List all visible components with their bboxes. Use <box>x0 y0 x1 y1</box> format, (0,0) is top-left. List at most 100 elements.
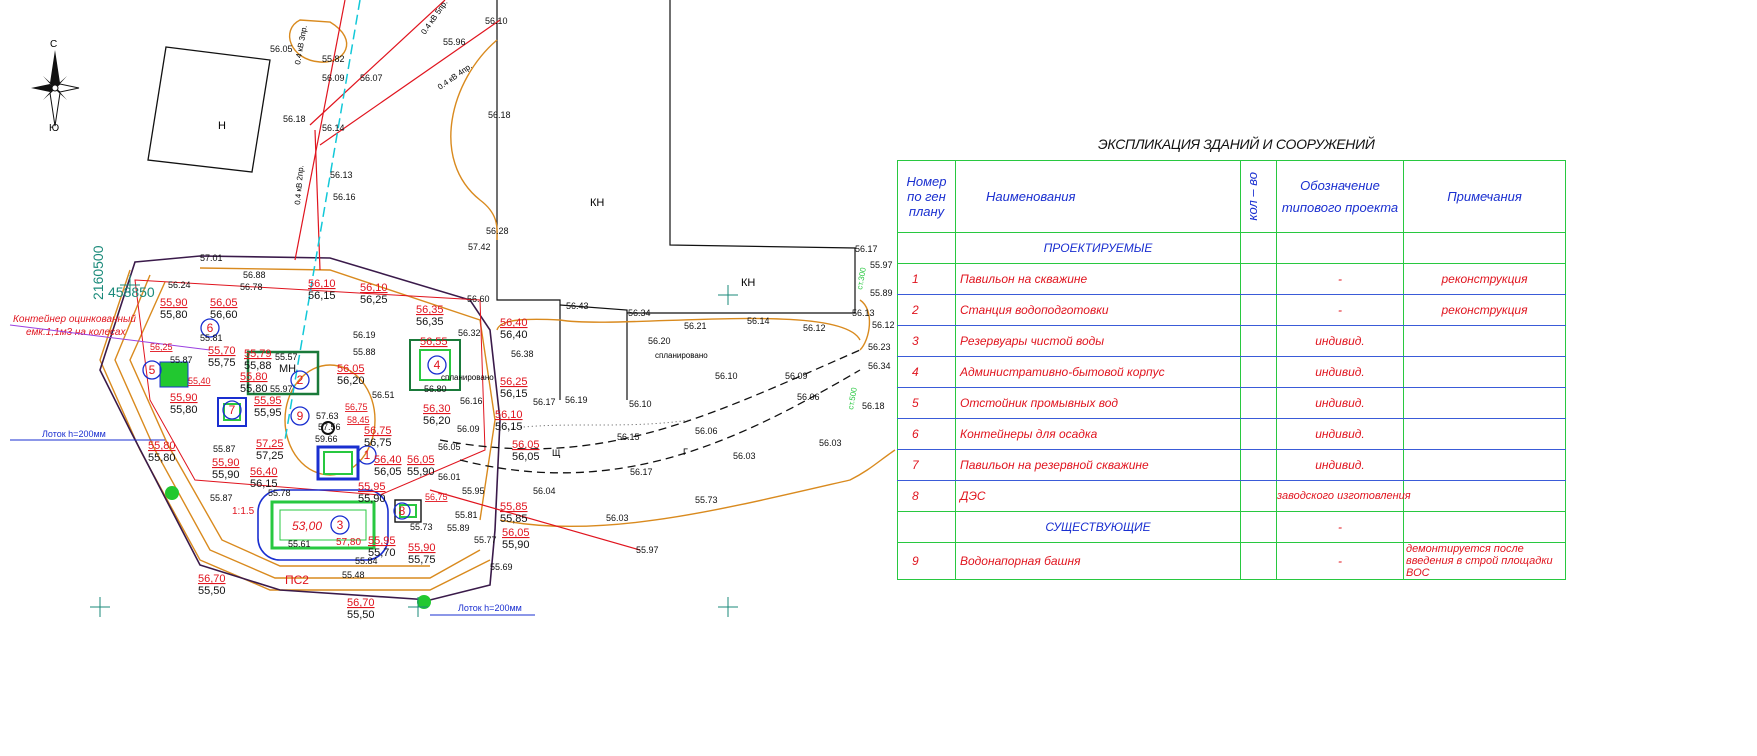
structure-1-pavilion <box>316 445 360 481</box>
elevation-label: 56.06 <box>797 392 820 402</box>
elevation-label: 56.09 <box>457 424 480 434</box>
table-cell: 7 <box>897 449 956 481</box>
container-note-2: емк.1,1м3 на колесах <box>26 327 126 338</box>
elevation-label: 56.12 <box>872 320 895 330</box>
header-designation: Обозначение типового проекта <box>1276 160 1404 233</box>
table-cell: 1 <box>897 263 956 295</box>
elevation-label: 56.18 <box>862 401 885 411</box>
elevation-label: 56.32 <box>458 328 481 338</box>
elevation-label: 58,45 <box>347 415 370 425</box>
elevation-label: 55,90 <box>358 493 386 505</box>
elevation-label: 55,90 <box>212 457 240 469</box>
table-cell <box>1240 449 1277 481</box>
northing-label: 2160500 <box>90 245 106 300</box>
table-cell: индивид. <box>1276 418 1404 450</box>
table-cell <box>1403 232 1566 264</box>
structure-8-des <box>394 499 422 523</box>
table-cell: Резервуары чистой воды <box>955 325 1241 357</box>
structure-4-inner <box>419 349 451 381</box>
elevation-label: 55,80 <box>148 452 176 464</box>
power-line-label-2: 0.4 кВ 2пр. <box>293 165 305 205</box>
elevation-label: 55,75 <box>408 554 436 566</box>
elevation-label: 56,25 <box>360 294 388 306</box>
elevation-label: 55,50 <box>347 609 375 621</box>
elevation-label: 55,90 <box>408 542 436 554</box>
elevation-label: 56,40 <box>500 317 528 329</box>
table-cell <box>897 232 956 264</box>
st300-label: ст.300 <box>855 266 868 290</box>
table-cell: реконструкция <box>1403 263 1566 295</box>
explication-title: ЭКСПЛИКАЦИЯ ЗДАНИЙ И СООРУЖЕНИЙ <box>1098 136 1375 152</box>
tree-icon <box>165 486 431 609</box>
elevation-label: 55.96 <box>443 37 466 47</box>
elevation-label: 56,15 <box>495 421 523 433</box>
elevation-label: 55.88 <box>353 347 376 357</box>
elevation-label: 56.78 <box>240 282 263 292</box>
elevation-label: 55.69 <box>490 562 513 572</box>
container-note-1: Контейнер оцинкованный <box>13 314 136 325</box>
table-cell: Станция водоподготовки <box>955 294 1241 326</box>
elevation-label: 55,90 <box>407 466 435 478</box>
table-header-row: Номер по ген плану Наименования кол – во… <box>897 160 1566 233</box>
elevation-label: 55,75 <box>208 357 236 369</box>
table-cell: Административно-бытовой корпус <box>955 356 1241 388</box>
structure-number-9: 9 <box>297 409 304 423</box>
compass-south-label: Ю <box>49 123 59 134</box>
table-cell: 3 <box>897 325 956 357</box>
elevation-label: 55.57 <box>275 352 298 362</box>
elevation-label: 55.87 <box>213 444 236 454</box>
contour-lines <box>99 19 896 591</box>
elevation-label: 56.01 <box>438 472 461 482</box>
elevation-label: 56,25 <box>150 342 173 352</box>
structure-1-inner <box>323 451 353 475</box>
elevation-label: 56,75 <box>345 402 368 412</box>
elevation-label: 55,80 <box>170 404 198 416</box>
table-cell <box>897 511 956 543</box>
table-cell <box>1276 232 1404 264</box>
dotted-line <box>499 419 691 431</box>
kh-label-1: КН <box>590 197 604 209</box>
slope-label: 1:1.5 <box>232 506 255 517</box>
elevation-label: 56.03 <box>819 438 842 448</box>
elevation-label: 56.15 <box>617 432 640 442</box>
kh-boundary-2 <box>559 304 628 400</box>
easting-label: 458850 <box>108 284 155 300</box>
elevation-label: 56.05 <box>438 442 461 452</box>
structure-number-circles <box>142 318 447 535</box>
graded-label-1: спланировано <box>655 351 708 360</box>
graded-label-2: спланировано <box>441 373 494 382</box>
building-h-label: Н <box>218 120 226 132</box>
elevation-label: 55,80 <box>240 371 268 383</box>
elevation-label: 55.73 <box>410 522 433 532</box>
structure-number-2: 2 <box>297 373 304 387</box>
elevation-label: 56.17 <box>855 244 878 254</box>
elevation-label: 55.73 <box>695 495 718 505</box>
leader-line <box>9 324 211 351</box>
elevation-label: 55,85 <box>500 501 528 513</box>
elevation-label: 55,80 <box>240 383 268 395</box>
elevation-label: 55,80 <box>160 309 188 321</box>
header-qty-cell: кол – во <box>1240 160 1277 233</box>
elevation-label: 56.21 <box>684 321 707 331</box>
grid-crosshairs <box>90 275 738 617</box>
road-lines <box>439 349 861 474</box>
elevation-label: 56.88 <box>243 270 266 280</box>
elevation-label: 56.03 <box>733 451 756 461</box>
table-cell <box>1403 449 1566 481</box>
elevation-label: 56.60 <box>467 294 490 304</box>
elevation-label: 57.42 <box>468 242 491 252</box>
elevation-label: 56.12 <box>803 323 826 333</box>
header-notes: Примечания <box>1403 160 1566 233</box>
elevation-label: 56.14 <box>322 123 345 133</box>
elevation-label: 55,79 <box>244 348 272 360</box>
elevation-label: 56,70 <box>198 573 226 585</box>
elevation-label: 55,90 <box>160 297 188 309</box>
elevation-label: 56.05 <box>270 44 293 54</box>
elevation-label: 56,05 <box>512 451 540 463</box>
elevation-label: 59.66 <box>315 434 338 444</box>
